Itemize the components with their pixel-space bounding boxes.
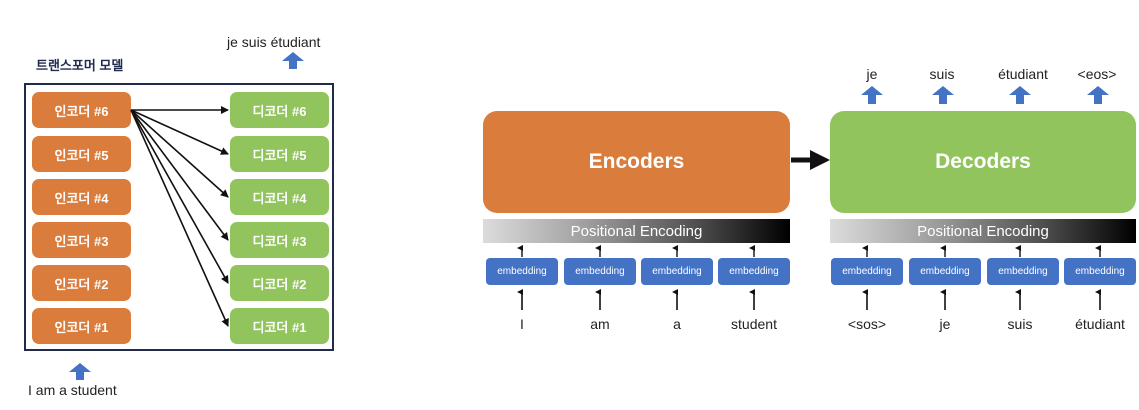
encoder-positional-encoding-bar: Positional Encoding [483,219,790,243]
encoder-input-word: I [520,316,524,332]
arrow-to-decoder-3 [130,109,229,241]
encoder-to-decoder-arrow-icon [791,150,830,170]
arrow-to-decoder-4 [130,109,229,198]
encoder-input-arrows [517,289,755,310]
left-input-text: I am a student [28,382,117,398]
decoder-output-up-arrow-icons [861,86,1109,104]
encoder-input-word: am [590,316,610,332]
encoder-input-word: student [731,316,777,332]
decoder-embedding-3: embedding [987,258,1059,285]
decoder-output-word: suis [929,66,955,82]
encoder-embedding-1: embedding [486,258,558,285]
up-arrow-icon [282,52,304,74]
decoder-embedding-4: embedding [1064,258,1136,285]
decoder-output-word: étudiant [998,66,1048,82]
encoder-embedding-arrows [517,245,755,257]
arrow-to-decoder-1 [130,109,229,327]
encoder-box-6: 인코더 #6 [32,92,131,128]
encoder-embedding-4: embedding [718,258,790,285]
decoder-output-word: <eos> [1077,66,1117,82]
decoder-output-word: je [866,66,878,82]
left-output-text: je suis étudiant [227,34,321,50]
decoders-box: Decoders [830,111,1136,213]
up-arrow-icon [69,363,91,385]
decoder-positional-encoding-bar: Positional Encoding [830,219,1136,243]
decoder-input-arrows [862,289,1101,310]
decoder-box-2: 디코더 #2 [230,265,329,301]
decoder-box-6: 디코더 #6 [230,92,329,128]
decoder-input-word: suis [1007,316,1033,332]
encoder-box-4: 인코더 #4 [32,179,131,215]
decoder-box-3: 디코더 #3 [230,222,329,258]
decoder-embedding-2: embedding [909,258,981,285]
decoder-input-word: <sos> [847,316,887,332]
left-panel-title: 트랜스포머 모델 [36,58,124,73]
encoder-box-1: 인코더 #1 [32,308,131,344]
arrow-to-decoder-5 [130,109,229,155]
encoder-box-5: 인코더 #5 [32,136,131,172]
decoder-box-5: 디코더 #5 [230,136,329,172]
decoder-input-word: je [939,316,951,332]
encoder-box-3: 인코더 #3 [32,222,131,258]
encoder-input-word: a [673,316,681,332]
decoder-box-4: 디코더 #4 [230,179,329,215]
transformer-frame [24,83,334,351]
decoder-embedding-arrows [862,245,1101,257]
decoder-box-1: 디코더 #1 [230,308,329,344]
decoder-embedding-1: embedding [831,258,903,285]
encoder-box-2: 인코더 #2 [32,265,131,301]
encoder-embedding-3: embedding [641,258,713,285]
encoder-embedding-2: embedding [564,258,636,285]
decoder-input-word: étudiant [1075,316,1125,332]
arrow-to-decoder-2 [130,109,229,284]
encoders-box: Encoders [483,111,790,213]
